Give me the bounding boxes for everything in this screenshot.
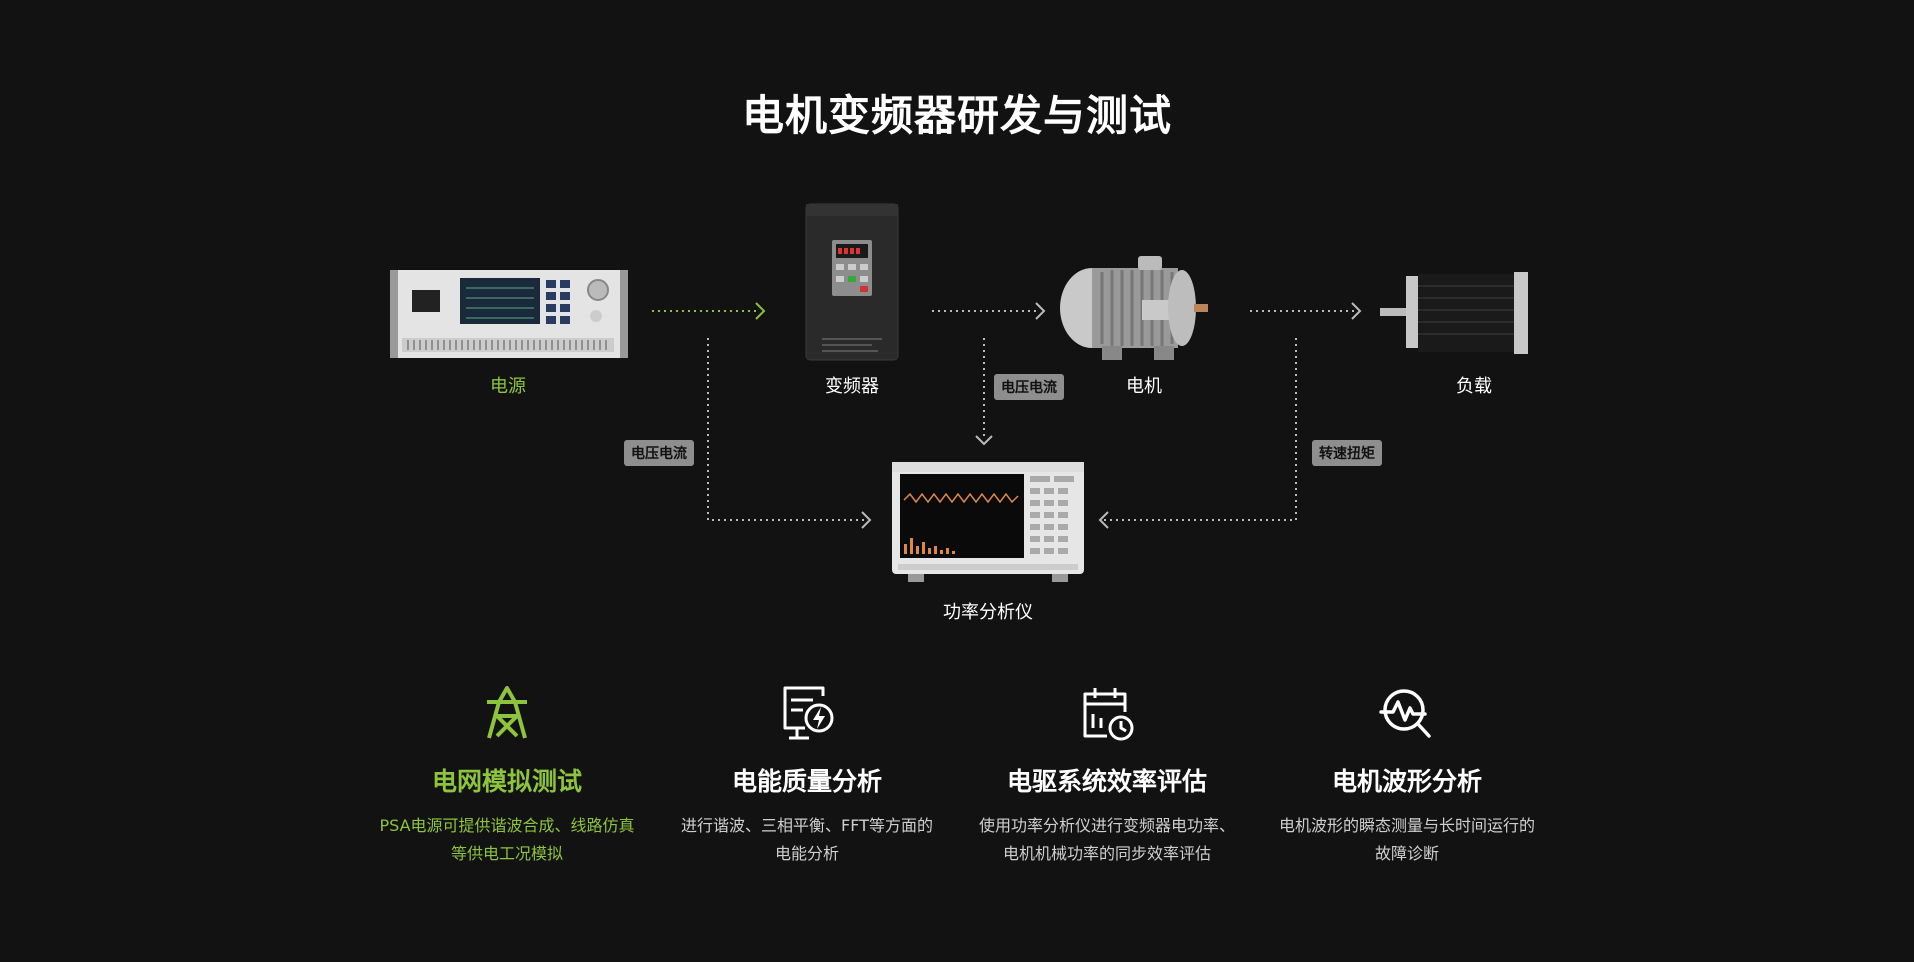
power-analyzer-image xyxy=(892,462,1084,582)
arrowhead-inverter xyxy=(1035,302,1046,320)
feature-desc: 使用功率分析仪进行变频器电功率、电机机械功率的同步效率评估 xyxy=(978,816,1235,863)
line-source-to-analyzer xyxy=(707,338,866,521)
feature-title: 电网模拟测试 xyxy=(431,767,582,796)
feature-motor-waveform[interactable]: 电机波形分析 电机波形的瞬态测量与长时间运行的故障诊断 xyxy=(1257,684,1557,868)
arrowhead-motor xyxy=(1351,302,1362,320)
arrowhead-analyzer-left xyxy=(861,511,872,529)
feature-desc: PSA电源可提供谐波合成、线路仿真等供电工况模拟 xyxy=(379,816,635,863)
feature-title: 电驱系统效率评估 xyxy=(1006,767,1207,796)
arrowhead-source xyxy=(755,302,766,320)
label-load: 负载 xyxy=(1456,376,1492,397)
power-tower-icon xyxy=(487,686,527,739)
feature-title: 电能质量分析 xyxy=(731,767,882,796)
feature-grid-simulation[interactable]: 电网模拟测试 PSA电源可提供谐波合成、线路仿真等供电工况模拟 xyxy=(357,684,657,868)
label-inverter: 变频器 xyxy=(825,376,879,397)
label-power-source: 电源 xyxy=(490,376,526,397)
load-image xyxy=(1380,272,1528,354)
motor-image xyxy=(1060,256,1208,360)
power-source-image xyxy=(390,270,628,358)
badge-voltage-current-middle: 电压电流 xyxy=(994,374,1064,400)
page-title: 电机变频器研发与测试 xyxy=(741,91,1172,140)
label-power-analyzer: 功率分析仪 xyxy=(943,602,1033,623)
inverter-image xyxy=(805,203,899,361)
label-motor: 电机 xyxy=(1126,376,1162,397)
monitor-power-icon xyxy=(783,686,834,740)
feature-efficiency-evaluation[interactable]: 电驱系统效率评估 使用功率分析仪进行变频器电功率、电机机械功率的同步效率评估 xyxy=(957,684,1257,868)
feature-title: 电机波形分析 xyxy=(1331,767,1482,796)
badge-voltage-current-left: 电压电流 xyxy=(624,440,694,466)
badge-speed-torque: 转速扭矩 xyxy=(1312,440,1382,466)
waveform-search-icon xyxy=(1379,689,1431,738)
feature-power-quality[interactable]: 电能质量分析 进行谐波、三相平衡、FFT等方面的电能分析 xyxy=(657,684,957,868)
feature-desc: 电机波形的瞬态测量与长时间运行的故障诊断 xyxy=(1278,816,1535,863)
line-load-to-analyzer xyxy=(1104,338,1297,521)
calendar-clock-icon xyxy=(1083,688,1134,741)
arrowhead-analyzer-right xyxy=(1098,511,1109,529)
arrowhead-analyzer-top xyxy=(975,435,993,446)
feature-desc: 进行谐波、三相平衡、FFT等方面的电能分析 xyxy=(681,816,933,863)
